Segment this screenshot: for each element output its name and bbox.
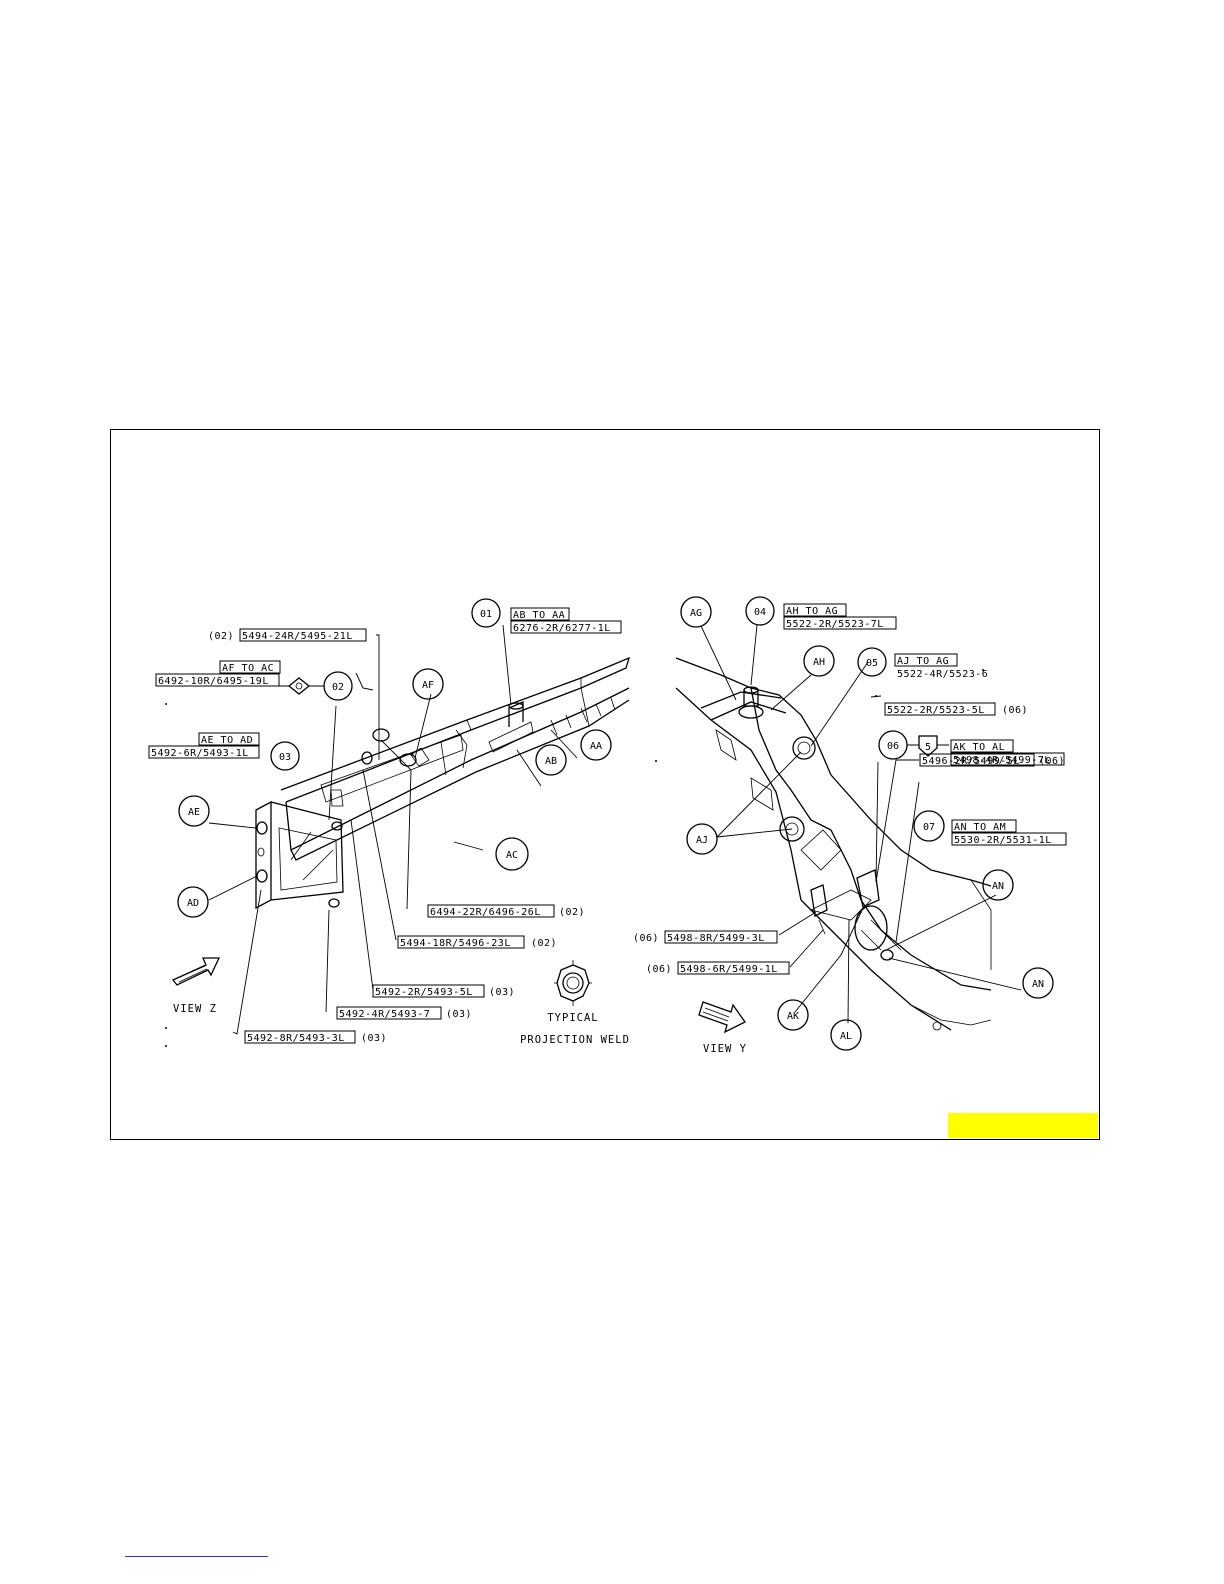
- callout-AJ: AJ: [696, 835, 708, 846]
- callout-06: 06: [887, 741, 899, 752]
- callout-04: 04: [754, 607, 766, 618]
- callout-AG: AG: [690, 608, 702, 619]
- callout-AE: AE: [188, 807, 200, 818]
- right-callouts: AG 04 AH 05 06 AJ 07 AN AN AK AL 5: [680, 596, 1054, 1051]
- left-leader-lines: [208, 624, 578, 1035]
- right-part-0-suffix: (06): [1002, 705, 1028, 716]
- callout-AF: AF: [422, 680, 434, 691]
- projection-weld-icon: [554, 960, 592, 1006]
- view-y-label: VIEW Y: [703, 1043, 747, 1055]
- left-part-2-suffix: (02): [531, 938, 557, 949]
- right-part-1-suffix: (06): [1039, 756, 1065, 767]
- callout-AN-lower: AN: [1032, 979, 1044, 990]
- callout-01: 01: [480, 609, 492, 620]
- callout-AD: AD: [187, 898, 199, 909]
- left-part-4-code: 5492-4R/5493-7: [339, 1009, 430, 1020]
- weld-01-line1: AB TO AA: [513, 610, 565, 621]
- right-weld-labels: AH TO AG 5522-2R/5523-7L AJ TO AG 5522-4…: [783, 603, 1067, 846]
- right-part-3-prefix: (06): [646, 964, 672, 975]
- weld-05-line2: 5522-4R/5523-6: [897, 669, 988, 680]
- right-part-3-code: 5498-6R/5499-1L: [680, 964, 778, 975]
- left-part-0-code: 5494-24R/5495-21L: [242, 631, 353, 642]
- projection-weld-label: PROJECTION WELD: [520, 1034, 630, 1046]
- weld-03-line1: AE TO AD: [201, 735, 253, 746]
- left-part-5-code: 5492-8R/5493-3L: [247, 1033, 345, 1044]
- view-z-label: VIEW Z: [173, 1003, 217, 1015]
- callout-AN-upper: AN: [992, 881, 1004, 892]
- weld-06-symbol: 5: [925, 742, 931, 753]
- callout-02: 02: [332, 682, 344, 693]
- callout-05: 05: [866, 658, 878, 669]
- callout-03: 03: [279, 752, 291, 763]
- footer-link-underline[interactable]: [125, 1556, 268, 1557]
- right-part-labels: 5522-2R/5523-5L (06) 5496-2R/5499-5L (06…: [633, 702, 1065, 975]
- callout-AL: AL: [840, 1031, 852, 1042]
- weld-symbol-diamond: [287, 677, 311, 695]
- left-part-0-prefix: (02): [208, 631, 234, 642]
- weld-02-line1: AF TO AC: [222, 663, 274, 674]
- view-y-arrow-icon: [698, 1001, 746, 1034]
- callout-AH: AH: [813, 657, 825, 668]
- left-callouts: 01 02 03 AE AD AF AB AA AC: [177, 598, 612, 918]
- left-part-3-code: 5492-2R/5493-5L: [375, 987, 473, 998]
- callout-AA: AA: [590, 741, 602, 752]
- weld-diagram: 01 02 03 AE AD AF AB AA AC AB TO AA 6276…: [148, 596, 1098, 1138]
- left-part-1-suffix: (02): [559, 907, 585, 918]
- weld-04-line2: 5522-2R/5523-7L: [786, 619, 884, 630]
- weld-02-line2: 6492-10R/6495-19L: [158, 676, 269, 687]
- callout-AK: AK: [787, 1011, 799, 1022]
- weld-05-line1: AJ TO AG: [897, 656, 949, 667]
- right-part-0-code: 5522-2R/5523-5L: [887, 705, 985, 716]
- callout-07: 07: [923, 822, 935, 833]
- highlight-box: [948, 1113, 1098, 1138]
- view-z-arrow-icon: [171, 957, 221, 986]
- left-part-5-suffix: (03): [361, 1033, 387, 1044]
- weld-06-line1: AK TO AL: [953, 742, 1005, 753]
- weld-03-line2: 5492-6R/5493-1L: [151, 748, 249, 759]
- left-part-labels: (02) 5494-24R/5495-21L 6494-22R/6496-26L…: [208, 628, 585, 1044]
- typical-label: TYPICAL: [547, 1012, 598, 1024]
- weld-06-line2: 5498-4R/5499-7L: [953, 755, 1051, 766]
- diagram-frame: 01 02 03 AE AD AF AB AA AC AB TO AA 6276…: [110, 429, 1100, 1140]
- right-part-1-code: 5496-2R/5499-5L: [922, 756, 1020, 767]
- callout-AC: AC: [506, 850, 518, 861]
- callout-AB: AB: [545, 756, 557, 767]
- left-part-3-suffix: (03): [489, 987, 515, 998]
- left-weld-labels: AB TO AA 6276-2R/6277-1L AF TO AC 6492-1…: [148, 607, 622, 759]
- right-leader-lines: [700, 624, 1022, 1024]
- left-rail-drawing: [255, 656, 631, 910]
- right-part-2-prefix: (06): [633, 933, 659, 944]
- weld-04-line1: AH TO AG: [786, 606, 838, 617]
- weld-01-line2: 6276-2R/6277-1L: [513, 623, 611, 634]
- right-body-drawing: [675, 657, 992, 1031]
- weld-07-line1: AN TO AM: [954, 822, 1006, 833]
- weld-symbol-shield: [918, 735, 938, 757]
- right-part-2-code: 5498-8R/5499-3L: [667, 933, 765, 944]
- weld-07-line2: 5530-2R/5531-1L: [954, 835, 1052, 846]
- left-part-2-code: 5494-18R/5496-23L: [400, 938, 511, 949]
- left-part-1-code: 6494-22R/6496-26L: [430, 907, 541, 918]
- left-part-4-suffix: (03): [446, 1009, 472, 1020]
